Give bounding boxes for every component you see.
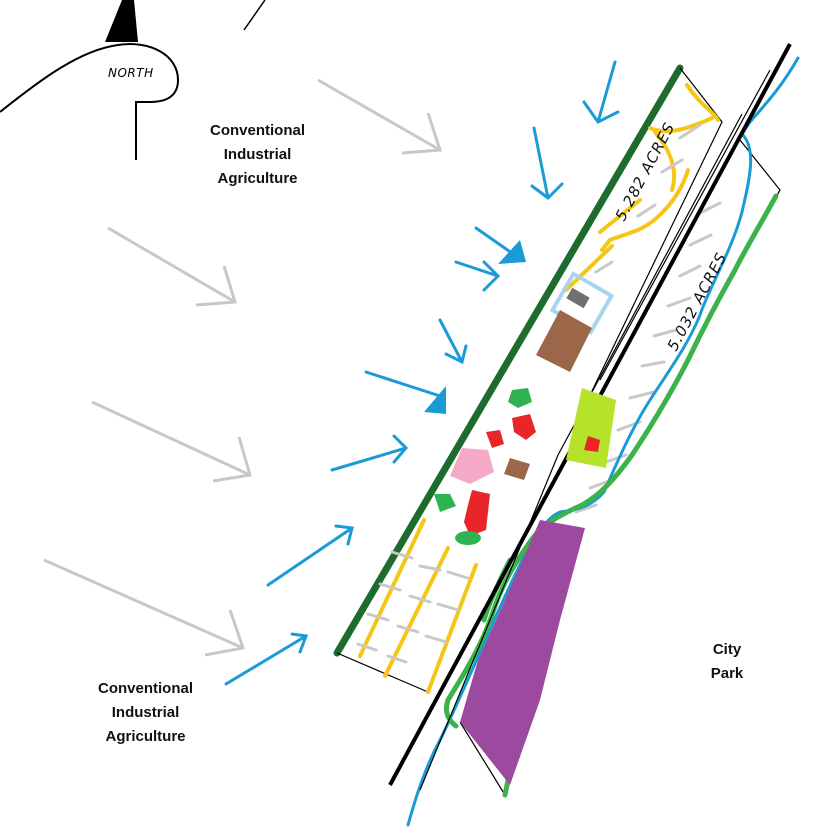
building-pink xyxy=(450,448,494,484)
label-bottom-left-agriculture: Conventional Industrial Agriculture xyxy=(97,680,193,745)
shrub-green xyxy=(434,494,456,512)
water-flow-arrowheads xyxy=(424,240,526,414)
flow-arrow xyxy=(530,126,564,200)
flow-arrow xyxy=(582,60,620,124)
south-parcel-roads xyxy=(358,518,478,694)
purple-zone xyxy=(460,520,585,785)
shrub-green xyxy=(455,531,481,545)
water-flow-arrows xyxy=(224,60,620,686)
flow-arrow xyxy=(224,632,309,686)
north-label: NORTH xyxy=(108,66,154,80)
flow-arrow xyxy=(330,434,409,472)
outbuilding-gray xyxy=(566,287,590,309)
stream xyxy=(406,56,800,827)
label-city-park: City Park xyxy=(710,641,744,682)
building-red xyxy=(464,490,490,536)
label-top-left-agriculture: Conventional Industrial Agriculture xyxy=(209,122,305,187)
north-parcel-buildings xyxy=(536,271,615,372)
wind-arrow xyxy=(43,558,245,657)
lime-field xyxy=(566,388,616,468)
flow-arrow xyxy=(266,524,354,587)
flow-arrow xyxy=(364,370,442,398)
prevailing-wind-arrows xyxy=(43,78,443,657)
flow-arrow xyxy=(474,226,518,258)
tree-line xyxy=(333,64,684,657)
south-parcel-buildings xyxy=(434,388,616,545)
flow-arrow xyxy=(438,318,468,365)
wind-arrow xyxy=(317,78,443,155)
building-red xyxy=(486,430,504,448)
building-red xyxy=(584,436,600,452)
parking-rows xyxy=(356,123,722,664)
warehouse-brown xyxy=(536,310,592,372)
wind-arrow xyxy=(91,400,252,483)
flow-arrow xyxy=(454,260,501,292)
building-red xyxy=(512,414,536,440)
north-parcel-roads xyxy=(564,83,720,292)
wind-arrow xyxy=(107,226,237,307)
shrub-green xyxy=(508,388,532,408)
building-brown xyxy=(504,458,530,480)
north-compass-icon: NORTH xyxy=(0,0,266,160)
